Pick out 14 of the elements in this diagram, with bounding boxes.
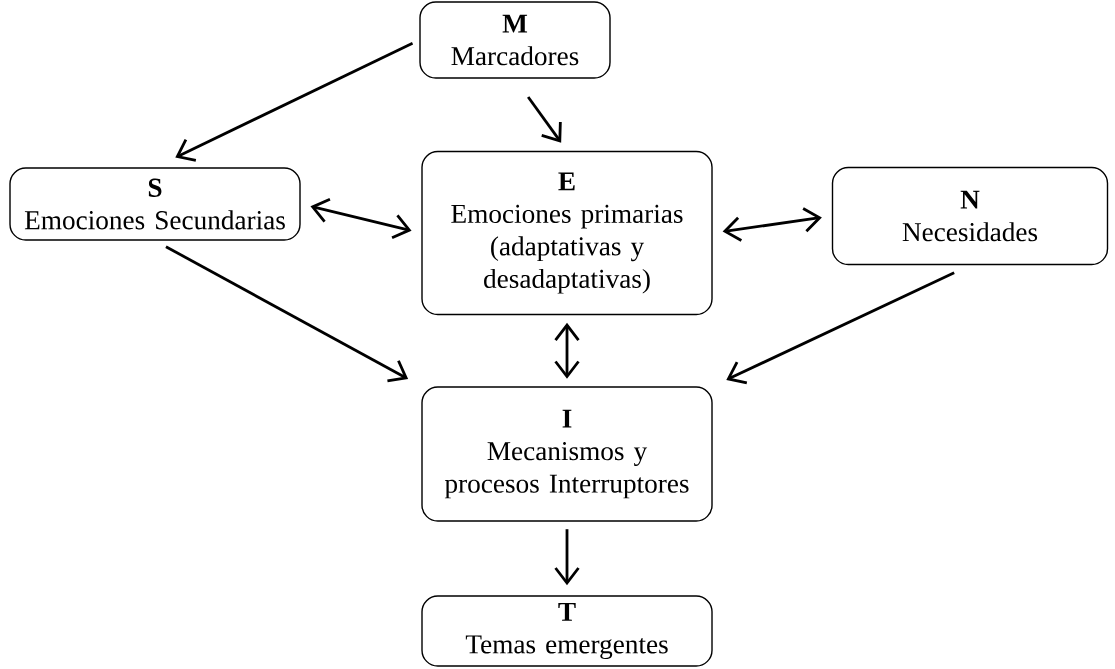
process-box: S Emociones Secundarias [9,167,301,241]
arrow [554,529,580,586]
arrow [554,322,580,379]
arrow [165,245,409,383]
process-box: I Mecanismos y procesos Interruptores [421,386,713,522]
arrow [310,197,412,240]
process-box: N Necesidades [831,166,1109,266]
arrow [726,271,955,385]
arrow [175,42,414,162]
arrow [527,96,562,143]
arrow [722,207,822,242]
process-box: T Temas emergentes [421,595,713,667]
process-box: E Emociones primarias (adaptativas y desadaptativas) [421,150,713,316]
process-box: M Marcadores [419,1,611,79]
